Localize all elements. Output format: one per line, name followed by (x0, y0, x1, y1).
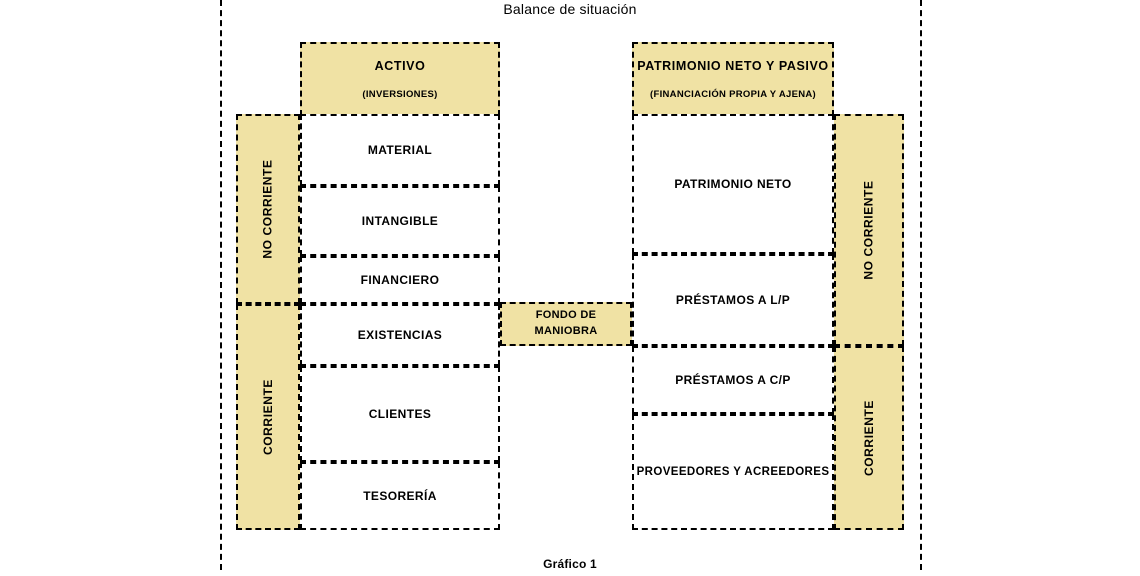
asset-row-label: TESORERÍA (363, 489, 437, 503)
liability-row-patrimonio-neto: PATRIMONIO NETO (632, 114, 834, 254)
asset-row-clientes: CLIENTES (300, 366, 500, 462)
asset-row-intangible: INTANGIBLE (300, 186, 500, 256)
working-capital-line1: FONDO DE (535, 309, 597, 322)
figure-caption: Gráfico 1 (543, 557, 597, 571)
asset-row-financiero: FINANCIERO (300, 256, 500, 304)
liabilities-noncurrent-label: NO CORRIENTE (834, 114, 904, 346)
liabilities-header: PATRIMONIO NETO Y PASIVO (FINANCIACIÓN P… (632, 42, 834, 116)
working-capital-line2: MANIOBRA (534, 325, 598, 337)
asset-row-label: CLIENTES (368, 407, 432, 421)
frame-right-rail (920, 0, 922, 570)
assets-header-title: ACTIVO (374, 58, 426, 73)
assets-header: ACTIVO (INVERSIONES) (300, 42, 500, 116)
frame-left-rail (220, 0, 222, 570)
assets-current-label: CORRIENTE (236, 304, 300, 530)
liabilities-noncurrent-label-text: NO CORRIENTE (862, 180, 876, 280)
assets-header-subtitle: (INVERSIONES) (362, 88, 438, 100)
asset-row-label: EXISTENCIAS (357, 328, 443, 342)
assets-current-label-text: CORRIENTE (261, 378, 276, 456)
liability-row-label: PRÉSTAMOS A L/P (675, 293, 791, 307)
liability-row-prestamos-lp: PRÉSTAMOS A L/P (632, 254, 834, 346)
assets-noncurrent-label-text: NO CORRIENTE (261, 159, 275, 259)
liabilities-current-label: CORRIENTE (834, 346, 904, 530)
asset-row-label: MATERIAL (367, 143, 433, 157)
figure-title: Balance de situación (503, 1, 637, 17)
asset-row-existencias: EXISTENCIAS (300, 304, 500, 366)
working-capital-box: FONDO DE MANIOBRA (500, 302, 632, 346)
liabilities-header-title: PATRIMONIO NETO Y PASIVO (637, 58, 829, 73)
asset-row-tesoreria: TESORERÍA (300, 462, 500, 530)
liability-row-proveedores-acreedores: PROVEEDORES Y ACREEDORES (632, 414, 834, 530)
liability-row-prestamos-cp: PRÉSTAMOS A C/P (632, 346, 834, 414)
asset-row-material: MATERIAL (300, 114, 500, 186)
liability-row-label: PROVEEDORES Y ACREEDORES (636, 466, 830, 478)
liabilities-current-label-text: CORRIENTE (862, 399, 877, 477)
liability-row-label: PATRIMONIO NETO (674, 177, 792, 191)
liabilities-header-subtitle: (FINANCIACIÓN PROPIA Y AJENA) (650, 88, 816, 100)
asset-row-label: FINANCIERO (360, 273, 440, 287)
assets-noncurrent-label: NO CORRIENTE (236, 114, 300, 304)
liability-row-label: PRÉSTAMOS A C/P (675, 373, 791, 387)
asset-row-label: INTANGIBLE (361, 214, 439, 228)
